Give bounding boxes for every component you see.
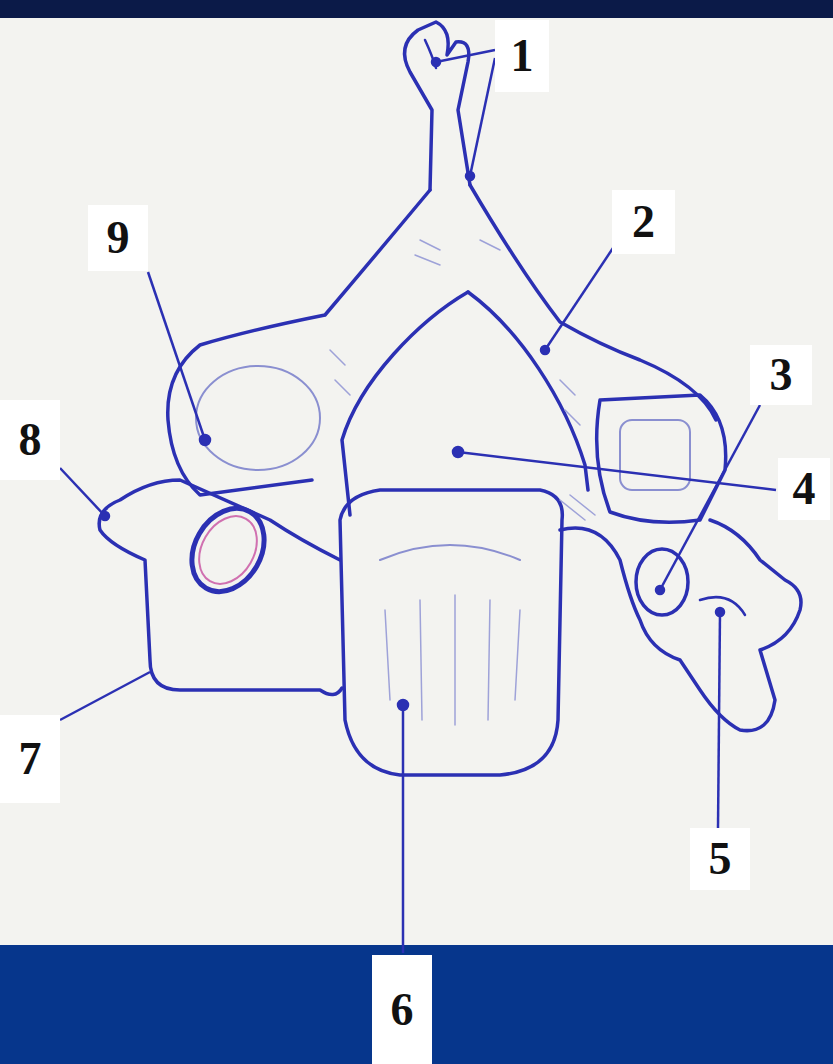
callout-number: 4: [793, 466, 816, 512]
top-band: [0, 0, 833, 18]
callout-number: 7: [19, 736, 42, 782]
callout-box: 6: [372, 955, 432, 1064]
callout-number: 3: [770, 352, 793, 398]
leader-lines: [60, 50, 776, 953]
callout-box: 5: [690, 828, 750, 890]
callout-number: 5: [709, 836, 732, 882]
callout-number: 9: [107, 215, 130, 261]
callout-box: 3: [750, 345, 812, 405]
callout-box: 1: [495, 20, 549, 92]
callout-box: 7: [0, 715, 60, 803]
vertebra-drawing: [99, 22, 801, 775]
callout-box: 2: [612, 190, 675, 254]
callout-box: 4: [778, 458, 830, 520]
callout-number: 2: [632, 199, 655, 245]
callout-number: 8: [19, 417, 42, 463]
callout-number: 1: [511, 33, 534, 79]
callout-box: 8: [0, 400, 60, 480]
callout-number: 6: [391, 987, 414, 1033]
callout-box: 9: [88, 205, 148, 271]
bottom-band: [0, 945, 833, 1064]
